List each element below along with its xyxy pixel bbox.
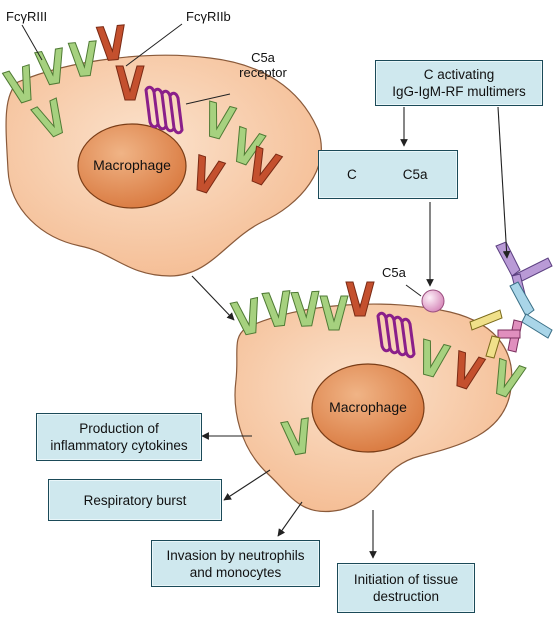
c5a-molecule xyxy=(421,289,445,313)
c5a-receptor-label-line2: receptor xyxy=(239,65,287,80)
c5a-receptor-bottom xyxy=(376,311,416,359)
fcgriii-label: FcγRIII xyxy=(6,9,48,24)
tissue-destruction-line1: Initiation of tissue xyxy=(353,572,459,587)
complement-c-label: C xyxy=(347,167,357,182)
cytokine-production-line2: inflammatory cytokines xyxy=(50,438,188,453)
arrow-cell-to-cell xyxy=(191,275,235,321)
cell-invasion-box: Invasion by neutrophils and monocytes xyxy=(151,540,320,587)
activating-multimers-line1: C activating xyxy=(423,67,495,82)
tissue-destruction-box: Initiation of tissue destruction xyxy=(337,563,475,613)
c5a-free-leader xyxy=(405,284,422,297)
arrow-multimer-down xyxy=(497,106,511,259)
c5a-receptor-top xyxy=(144,85,184,135)
macrophage-top-nucleus xyxy=(77,123,187,209)
arrow-to-invasion xyxy=(277,501,303,537)
activating-multimers-box: C activating IgG-IgM-RF multimers xyxy=(375,60,543,106)
respiratory-burst-box: Respiratory burst xyxy=(48,479,222,521)
igg-igm-rf-multimer xyxy=(469,241,553,359)
activating-multimers-line2: IgG-IgM-RF multimers xyxy=(392,84,526,99)
respiratory-burst-text: Respiratory burst xyxy=(83,492,187,508)
cell-invasion-line1: Invasion by neutrophils xyxy=(166,547,305,563)
fcgriib-label: FcγRIIb xyxy=(186,9,231,24)
tissue-destruction-line2: destruction xyxy=(372,589,440,604)
complement-conversion-box: C C5a xyxy=(318,150,458,199)
complement-c5a-label: C5a xyxy=(402,167,428,182)
c5a-free-label: C5a xyxy=(382,265,406,280)
arrow-to-burst xyxy=(223,469,271,501)
macrophage-bottom-label: Macrophage xyxy=(329,399,407,415)
cytokine-production-box: Production of inflammatory cytokines xyxy=(36,413,202,461)
cytokine-production-line1: Production of xyxy=(79,421,159,436)
c5a-receptor-leader xyxy=(185,93,231,105)
cell-invasion-line2: and monocytes xyxy=(189,564,282,580)
macrophage-bottom-nucleus xyxy=(311,363,425,453)
fcgriii-leader xyxy=(21,24,43,61)
macrophage-top-label: Macrophage xyxy=(93,157,171,173)
fcgriib-leader xyxy=(125,23,183,67)
c5a-receptor-label: C5a receptor xyxy=(233,50,293,80)
c5a-receptor-label-line1: C5a xyxy=(251,50,275,65)
